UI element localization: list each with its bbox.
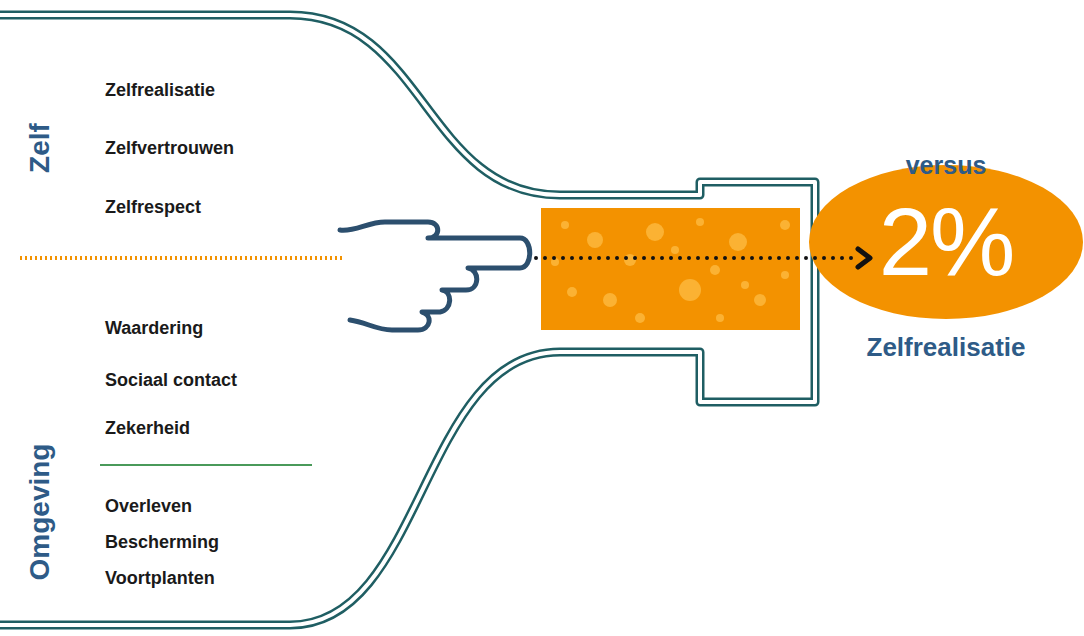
need-level: Zelfvertrouwen [105, 139, 234, 157]
need-level: Bescherming [105, 533, 219, 551]
cork [541, 208, 800, 330]
caption-text: Zelfrealisatie [867, 334, 1026, 360]
bottle-outline [0, 15, 815, 625]
need-level: Zekerheid [105, 419, 190, 437]
group-label: Zelf [26, 123, 54, 173]
divider-line [20, 256, 345, 260]
ellipse-fill [809, 165, 1083, 319]
bottle-outline-inner [0, 15, 815, 625]
heading-text: versus [906, 153, 987, 178]
dotted-line [536, 256, 855, 260]
pointing-hand [340, 222, 530, 330]
need-level: Voortplanten [105, 569, 215, 587]
arrow-head [858, 249, 870, 267]
need-level: Waardering [105, 319, 203, 337]
need-level: Sociaal contact [105, 371, 237, 389]
value-ellipse: versus 2% Zelfrealisatie [805, 140, 1084, 370]
group-label: Omgeving [26, 444, 54, 581]
divider-line [100, 464, 312, 466]
bottle-shape: Zelf ZelfrealisatieZelfvertrouwenZelfresp… [0, 0, 830, 636]
percentage-value: 2% [879, 194, 1014, 290]
cork-body [541, 208, 800, 330]
bubbles [551, 218, 790, 323]
dotted-arrow [536, 249, 870, 267]
need-level: Zelfrealisatie [105, 81, 215, 99]
need-level: Zelfrespect [105, 198, 201, 216]
need-level: Overleven [105, 497, 192, 515]
